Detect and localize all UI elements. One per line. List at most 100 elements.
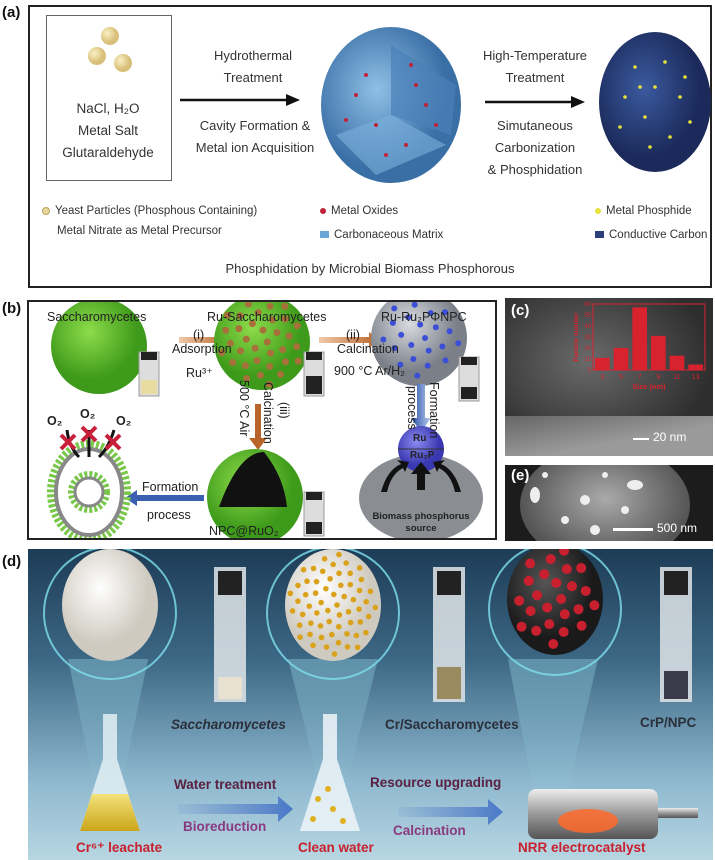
y-tick-label: 20 [584,346,591,352]
label-saccharomycetes: Saccharomycetes [47,310,147,324]
surface-dot [559,609,570,620]
legend-yeast-text: Yeast Particles (Phosphous Containing) [55,205,258,217]
carbon-square-icon [595,231,604,239]
histogram-bar [688,364,703,370]
surface-dot [268,316,276,324]
x-tick-label: 5 [619,374,623,381]
histogram-bar [595,357,610,370]
surface-dot [542,602,553,613]
label-resource-upgrading: Resource upgrading [370,775,502,790]
phosphide-sphere-icon [599,32,711,172]
legend-carbon-text: Conductive Carbon [609,229,708,241]
surface-dot [229,358,237,366]
panel-c-label: (c) [511,302,530,319]
surface-dot [356,587,363,594]
surface-dot [391,305,398,312]
y-axis-label: Particle number [573,312,580,362]
surface-dot [330,591,337,598]
surface-dot [273,329,281,337]
histogram-bar [632,307,647,370]
label-source: source [405,523,437,534]
surface-dot [323,585,329,592]
step2-bottom: Simutaneous Carbonization & Phosphidatio… [470,115,600,181]
surface-dot [293,322,301,330]
surface-dot [397,361,404,368]
surface-dot [514,595,525,606]
surface-dot [424,362,431,369]
surface-dot [327,575,333,582]
step2-top-line: Treatment [505,70,565,85]
surface-dot [389,319,396,326]
surface-dot [347,570,354,577]
scale-text-500nm: 500 nm [657,521,698,535]
label-500c: 500 °C Air [237,380,251,437]
surface-dot [310,565,317,572]
label-biomass: Biomass phosphorus [372,511,470,522]
label-cr-saccharomycetes: Cr/Saccharomycetes [385,717,519,732]
surface-dot [422,335,429,341]
surface-dot [281,358,289,366]
label-formation-vertical: Formation [427,382,441,439]
surface-dot [267,349,275,357]
legend-yeast: Yeast Particles (Phosphous Containing) [42,205,257,217]
label-ru-ru2p-npc: Ru-Ru₂PΦNPC [381,310,467,324]
step2-top-line: High-Temperature [482,48,588,63]
panel-e-label: (e) [511,467,530,484]
surface-dot [372,604,379,611]
surface-dot [576,620,587,631]
panel-d-graphics [43,549,698,839]
scale-bar-500nm [613,528,653,531]
arrow-resource-upgrading [398,799,503,825]
surface-dot [561,564,572,575]
legend-phosphide: Metal Phosphide [595,205,692,217]
legend-phosphide-text: Metal Phosphide [606,205,692,217]
panel-b: Saccharomycetes Ru-Saccharomycetes Ru-Ru… [27,300,497,540]
x-tick-label: 3 [600,374,604,381]
legend-oxides: Metal Oxides [320,205,398,217]
yeast-particles-icon [88,27,132,72]
surface-dot [256,371,264,379]
arrow-right-icon [485,96,585,108]
surface-dot [304,578,310,585]
step1-bottom-line: Cavity Formation & [199,118,311,133]
surface-dot [281,302,289,310]
plot-frame [592,303,706,371]
surface-dot [358,576,365,583]
surface-dot [293,343,301,351]
surface-dot [289,608,296,614]
surface-dot [279,346,287,354]
matrix-square-icon [320,231,329,239]
surface-dot [330,561,336,568]
surface-dot [589,600,600,611]
label-calcination: Calcination [337,342,399,356]
surface-dot [391,345,398,352]
surface-dot [559,549,570,556]
panel-e-haadf-image: (e) 500 nm [505,465,713,541]
surface-dot [545,554,556,565]
surface-dot [344,644,351,650]
label-bioreduction: Bioreduction [183,819,267,834]
surface-dot [354,644,361,651]
step2-top: High-Temperature Treatment [470,45,600,89]
y-tick-label: 60 [584,302,591,308]
panel-d-illustration: Saccharomycetes Cr/Saccharomycetes CrP/N… [28,549,713,860]
surface-dot [277,370,285,378]
surface-dot [329,631,335,638]
surface-dot [226,339,234,347]
carbonaceous-sphere-icon [321,27,461,183]
surface-dot [408,342,415,349]
surface-dot [573,604,584,615]
surface-dot [237,347,245,355]
panel-a-label: (a) [2,4,21,21]
surface-dot [398,331,405,338]
surface-dot [525,606,536,617]
surface-dot [336,570,342,577]
surface-dot [223,311,231,319]
surface-dot [414,372,421,379]
surface-dot [285,332,293,340]
vials [214,567,692,702]
label-step-iii: (iii) [277,402,291,419]
surface-dot [442,357,449,364]
arrow-formation-down [411,384,431,432]
